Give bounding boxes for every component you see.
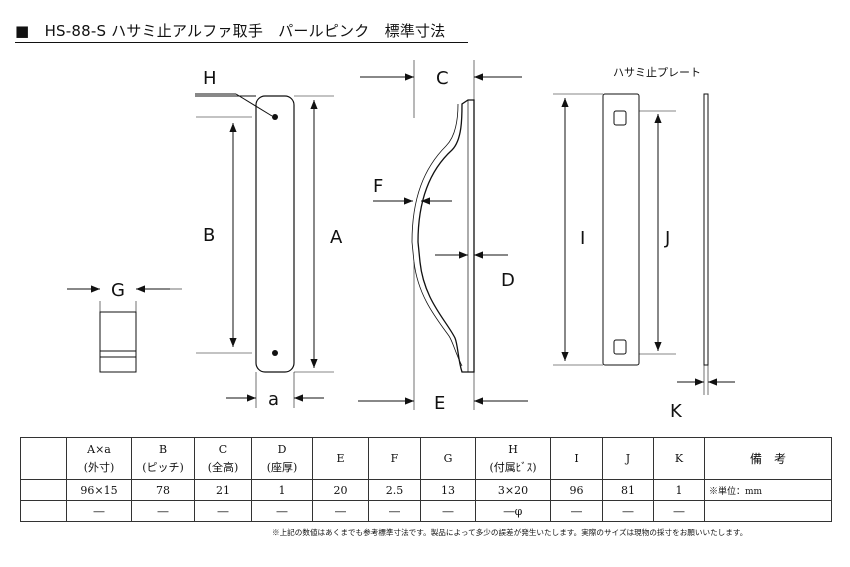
header-cell: I: [550, 437, 603, 480]
handle-front-view: [255, 95, 295, 373]
table-cell: 1: [251, 479, 313, 501]
table-header-row: A×a(外寸) B(ピッチ) C(全高) D(座厚) E F G H(付属ﾋﾞｽ…: [20, 437, 832, 480]
remarks-cell: ※単位：mm: [704, 479, 832, 501]
screw-hole-bottom: [272, 350, 278, 356]
header-cell: G: [420, 437, 476, 480]
label-b: B: [203, 225, 215, 246]
header-cell: B(ピッチ): [131, 437, 195, 480]
header-cell: K: [653, 437, 705, 480]
table-row-label: [20, 479, 67, 501]
table-cell: 96: [550, 479, 603, 501]
table-cell: 81: [602, 479, 654, 501]
table-cell: 78: [131, 479, 195, 501]
label-d: D: [501, 270, 515, 291]
header-cell: H(付属ﾋﾞｽ): [475, 437, 551, 480]
table-cell: ―: [602, 500, 654, 522]
table-cell: ―: [312, 500, 369, 522]
table-cell: ―φ: [475, 500, 551, 522]
header-cell: C(全高): [194, 437, 252, 480]
table-cell: ―: [131, 500, 195, 522]
table-cell: ―: [66, 500, 132, 522]
label-f: F: [373, 176, 383, 197]
table-cell: 1: [653, 479, 705, 501]
table-cell: ―: [368, 500, 421, 522]
plate-front-view: [602, 93, 640, 366]
header-cell: D(座厚): [251, 437, 313, 480]
header-cell: A×a(外寸): [66, 437, 132, 480]
table-cell: ―: [653, 500, 705, 522]
table-cell: ―: [194, 500, 252, 522]
page-title: ■ HS-88-S ハサミ止アルファ取手 パールピンク 標準寸法: [15, 22, 446, 40]
label-plate: ハサミ止プレート: [613, 66, 701, 79]
title-underline: [15, 42, 468, 43]
table-corner-cell: [20, 437, 67, 480]
table-cell: 13: [420, 479, 476, 501]
header-cell: J: [602, 437, 654, 480]
spec-table: A×a(外寸) B(ピッチ) C(全高) D(座厚) E F G H(付属ﾋﾞｽ…: [20, 437, 832, 522]
plate-slot-bottom: [613, 339, 627, 355]
remarks-header: 備 考: [704, 437, 832, 480]
label-a: A: [330, 227, 343, 248]
plate-side-view: [703, 93, 709, 366]
label-j: J: [664, 228, 670, 249]
header-cell: E: [312, 437, 369, 480]
table-cell: ―: [251, 500, 313, 522]
handle-side-profile: [417, 99, 475, 373]
header-cell: F: [368, 437, 421, 480]
table-cell: ―: [550, 500, 603, 522]
technical-drawing: H B A a G C F D E I J K ハサミ止プレート: [67, 60, 735, 422]
label-k: K: [670, 401, 683, 422]
table-cell: 3×20: [475, 479, 551, 501]
plate-slot-top: [613, 110, 627, 126]
remarks-cell: [704, 500, 832, 522]
handle-end-view: [99, 311, 137, 373]
label-g: G: [111, 280, 125, 301]
label-i: I: [580, 228, 585, 249]
table-cell: 20: [312, 479, 369, 501]
table-row: ― ― ― ― ― ― ― ―φ ― ― ―: [20, 500, 832, 522]
table-row-label: [20, 500, 67, 522]
label-c: C: [436, 68, 449, 89]
table-cell: ―: [420, 500, 476, 522]
label-e: E: [434, 393, 445, 414]
screw-hole-top: [272, 114, 278, 120]
label-h: H: [203, 68, 217, 89]
table-cell: 21: [194, 479, 252, 501]
label-a-small: a: [268, 389, 279, 410]
footnote: ※上記の数値はあくまでも参考標準寸法です。製品によって多少の誤差が発生いたします…: [272, 528, 748, 537]
table-cell: 2.5: [368, 479, 421, 501]
table-row: 96×15 78 21 1 20 2.5 13 3×20 96 81 1 ※単位…: [20, 479, 832, 501]
table-cell: 96×15: [66, 479, 132, 501]
